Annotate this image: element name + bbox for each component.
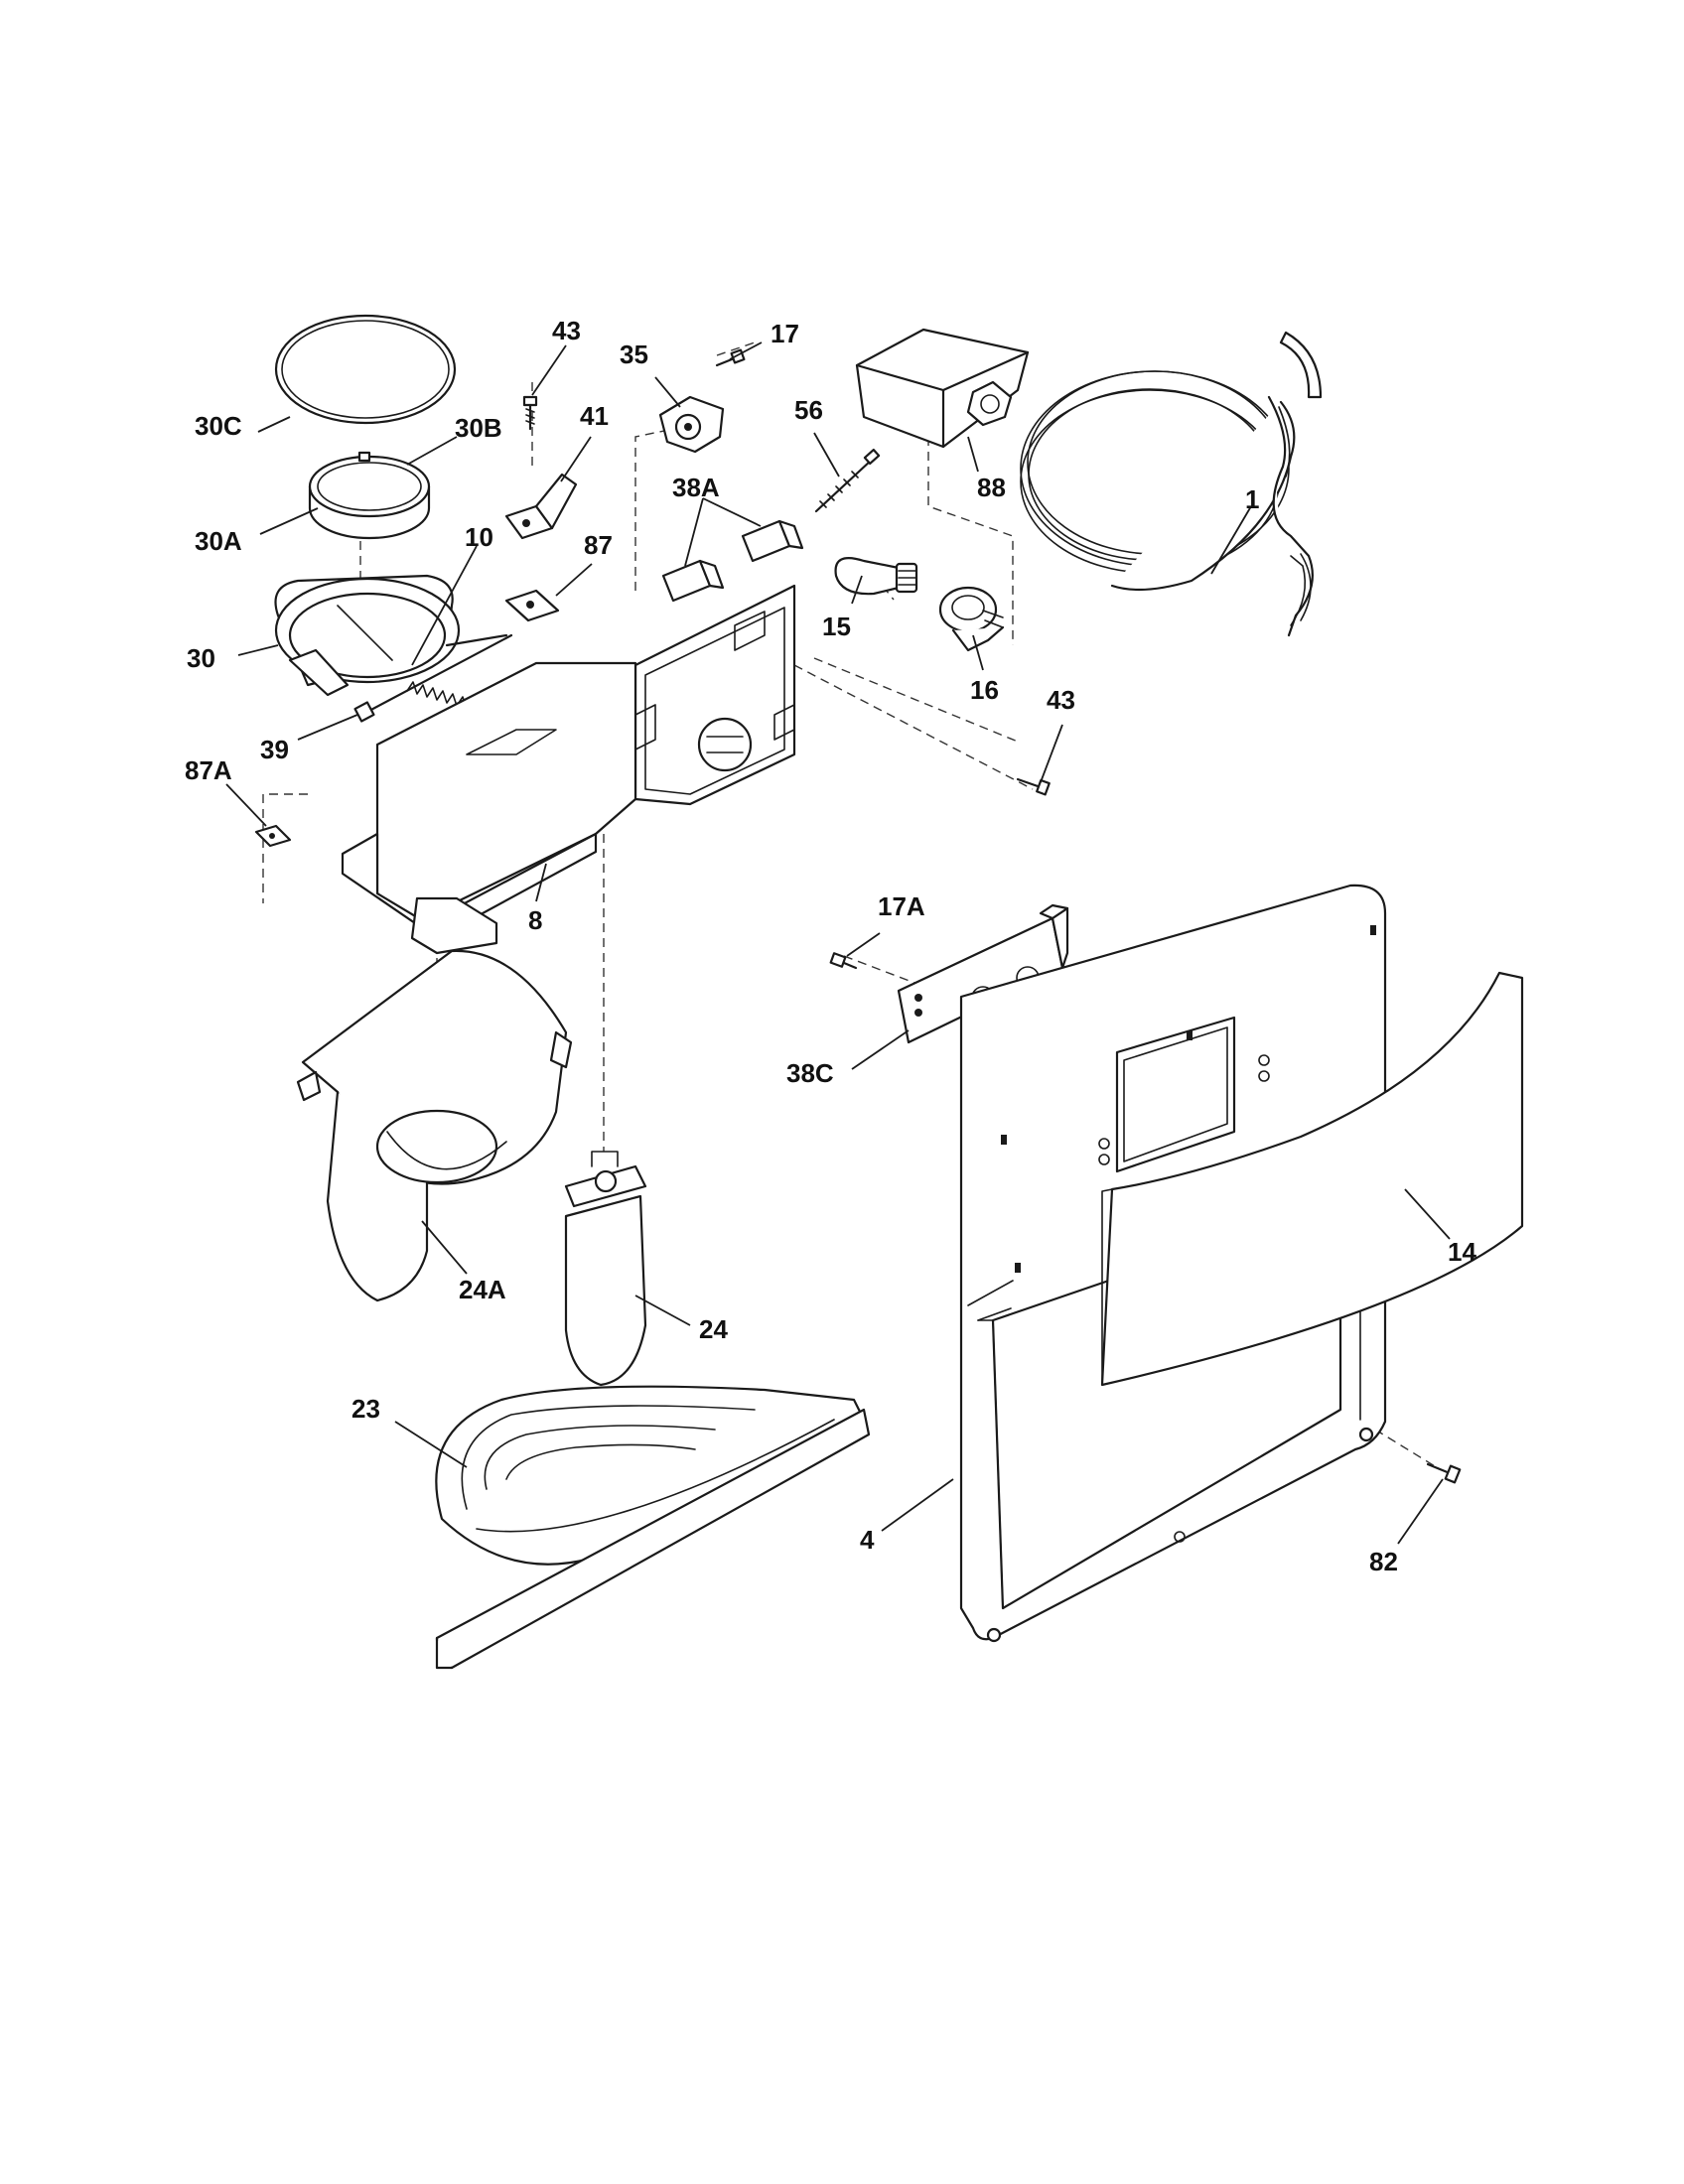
callout-87a: 87A <box>185 755 232 785</box>
part-87-plate <box>504 589 560 622</box>
part-41-bracket <box>504 473 578 540</box>
part-30c-ring <box>274 314 457 425</box>
part-43-screw-top <box>522 395 538 431</box>
part-17a-screw <box>829 952 858 970</box>
callout-23: 23 <box>351 1394 380 1424</box>
callout-39: 39 <box>260 735 289 764</box>
callout-88: 88 <box>977 473 1006 502</box>
part-24-flapper <box>564 1151 647 1387</box>
callout-10: 10 <box>465 522 493 552</box>
callout-35: 35 <box>620 340 648 369</box>
callout-30a: 30A <box>195 526 242 556</box>
part-1-tubing <box>1020 331 1323 637</box>
callout-43-right: 43 <box>1047 685 1075 715</box>
callout-16: 16 <box>970 675 999 705</box>
callout-41: 41 <box>580 401 609 431</box>
callout-17a: 17A <box>878 891 925 921</box>
callout-14: 14 <box>1448 1237 1476 1267</box>
callout-56: 56 <box>794 395 823 425</box>
part-15-bulb <box>834 557 918 596</box>
part-30-ring-holder <box>274 574 508 697</box>
callout-30c: 30C <box>195 411 242 441</box>
part-56-screw <box>814 448 881 513</box>
callout-82: 82 <box>1369 1547 1398 1576</box>
part-23-tray <box>435 1385 871 1670</box>
callout-8: 8 <box>528 905 542 935</box>
leader-lines <box>225 341 1451 1545</box>
callout-4: 4 <box>860 1525 875 1555</box>
part-43-screw-right <box>1016 777 1051 796</box>
callout-38c: 38C <box>786 1058 834 1088</box>
callout-87: 87 <box>584 530 613 560</box>
part-88-module <box>855 328 1030 449</box>
callout-24: 24 <box>699 1314 728 1344</box>
callout-30: 30 <box>187 643 215 673</box>
part-30a-cap <box>308 451 431 540</box>
part-16-socket <box>938 586 1005 652</box>
part-14-panel <box>1100 971 1524 1387</box>
callout-24a: 24A <box>459 1275 506 1304</box>
part-8-housing <box>341 584 796 955</box>
part-38a-switches <box>661 519 804 603</box>
callout-38a: 38A <box>672 473 720 502</box>
callout-1: 1 <box>1245 484 1259 514</box>
callout-15: 15 <box>822 612 851 641</box>
part-24a-chute <box>296 949 573 1302</box>
callout-43-top: 43 <box>552 316 581 345</box>
callout-17: 17 <box>771 319 799 348</box>
callout-labels: 30C 30B 30A 10 30 39 43 41 87 87A 35 17 … <box>185 316 1476 1576</box>
part-87a-plate <box>254 824 292 848</box>
part-35-actuator <box>658 395 725 454</box>
part-10-spring <box>353 633 513 723</box>
callout-30b: 30B <box>455 413 502 443</box>
part-82-screw <box>1426 1462 1462 1484</box>
part-17-screw <box>715 348 746 367</box>
